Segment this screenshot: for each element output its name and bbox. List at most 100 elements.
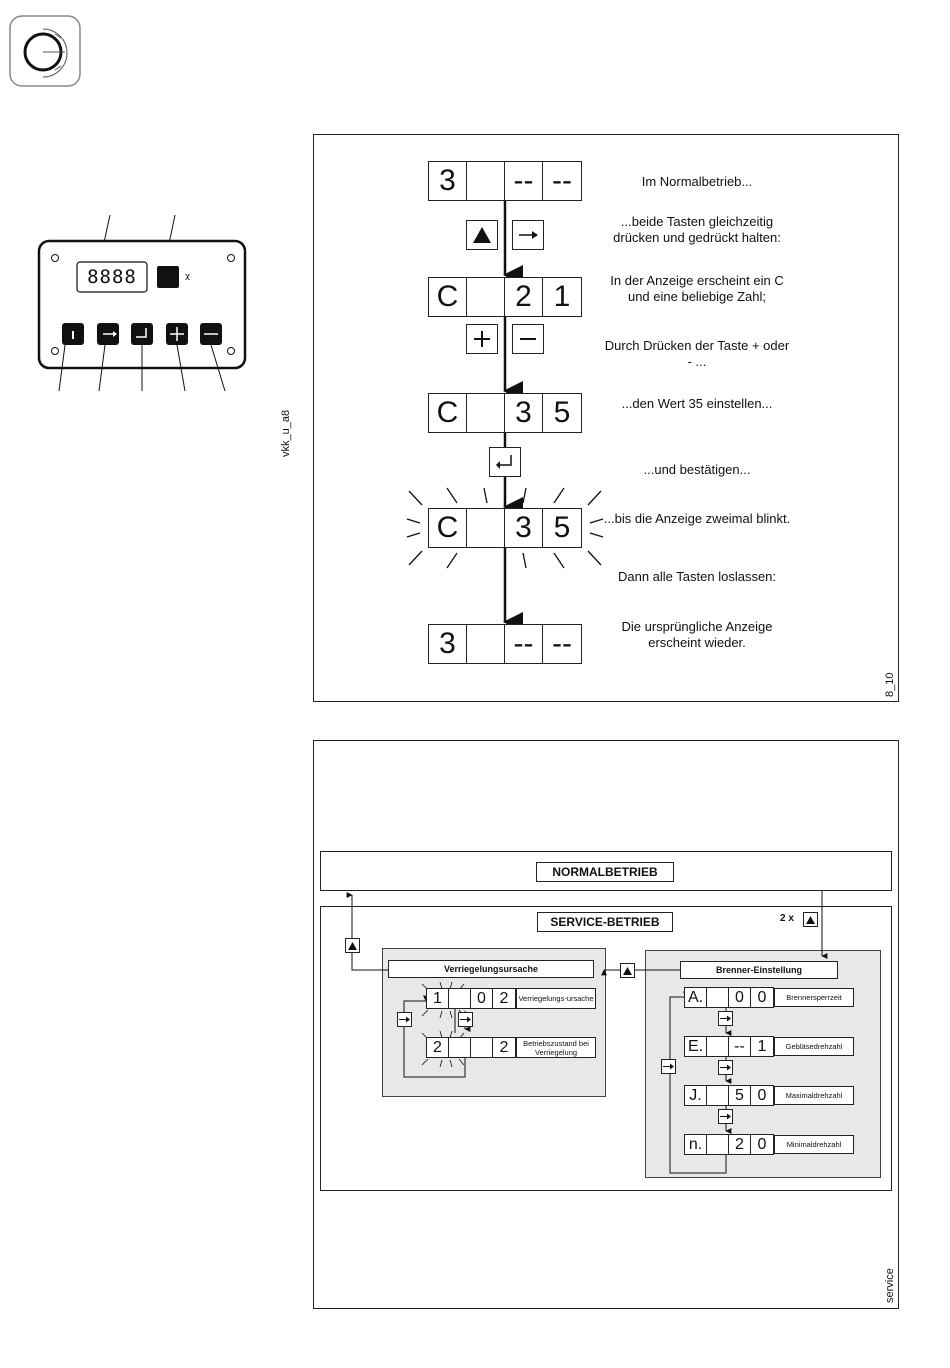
control-panel-illustration: ᵡ 8888 [35, 214, 255, 395]
service-mode-box [320, 906, 892, 1191]
display-digit: 0 [471, 989, 493, 1008]
enter-key [489, 447, 521, 477]
display-digit [467, 162, 505, 200]
display-digit: -- [505, 162, 543, 200]
burner-row-label: Brennersperrzeit [774, 988, 854, 1007]
step-text-5: ...den Wert 35 einstellen... [621, 396, 773, 411]
burner-row-display: E. -- 1 [684, 1036, 774, 1057]
normal-mode-box [320, 851, 892, 891]
display-digit: -- [729, 1037, 751, 1056]
right-arrow-key [718, 1060, 733, 1075]
lock-row-label: Verriegelungs-ursache [516, 988, 596, 1009]
svg-text:ᵡ: ᵡ [185, 271, 190, 287]
step-text-4: Durch Drücken der Taste + oder - ... [604, 338, 790, 369]
display-digit: 0 [757, 1086, 767, 1104]
display-digit: 0 [757, 988, 767, 1006]
display-digit: A. [685, 988, 707, 1007]
right-arrow-key [661, 1059, 676, 1074]
minus-key [512, 324, 544, 354]
up-arrow-key [466, 220, 498, 250]
step-text-9: Die ursprüngliche Anzeige erscheint wied… [621, 619, 773, 650]
right-arrow-key [512, 220, 544, 250]
display-digit: 3 [505, 509, 543, 547]
display-digit: 5 [553, 396, 571, 429]
display-digit: C [429, 278, 467, 316]
plus-key [466, 324, 498, 354]
display-digit: 0 [757, 1135, 767, 1153]
display-step-1: 3 -- -- [428, 161, 582, 201]
logo-icon [9, 15, 81, 87]
step-text-2: ...beide Tasten gleichzeitig drücken und… [613, 214, 781, 245]
panel-display-value: 8888 [87, 266, 137, 288]
display-digit [707, 1086, 729, 1105]
right-arrow-key [397, 1012, 412, 1027]
step-text-7: ...bis die Anzeige zweimal blinkt. [603, 511, 791, 526]
right-arrow-key [718, 1011, 733, 1026]
display-digit: C [429, 509, 467, 547]
display-digit: 3 [429, 162, 467, 200]
burner-row-label: Minimaldrehzahl [774, 1135, 854, 1154]
display-step-5: C 3 5 [428, 393, 582, 433]
lock-row-display: 2 2 [426, 1037, 516, 1058]
display-digit: 1 [757, 1037, 767, 1055]
display-digit: 3 [505, 394, 543, 432]
burner-settings-title: Brenner-Einstellung [680, 961, 838, 979]
display-digit: E. [685, 1037, 707, 1056]
figure-code-service: service [884, 1268, 896, 1303]
service-mode-label: SERVICE-BETRIEB [537, 912, 673, 932]
display-digit: 5 [729, 1086, 751, 1105]
burner-row-label: Maximaldrehzahl [774, 1086, 854, 1105]
display-step-7-blinking: C 3 5 [428, 508, 582, 548]
display-digit: -- [552, 627, 572, 660]
display-digit [471, 1038, 493, 1057]
burner-row-display: J. 5 0 [684, 1085, 774, 1106]
display-step-9: 3 -- -- [428, 624, 582, 664]
display-digit [707, 988, 729, 1007]
normal-mode-label: NORMALBETRIEB [536, 862, 674, 882]
display-digit: C [429, 394, 467, 432]
step-text-6: ...und bestätigen... [643, 462, 751, 477]
display-digit: 2 [505, 278, 543, 316]
display-digit: 3 [429, 625, 467, 663]
display-digit [449, 989, 471, 1008]
display-digit [467, 509, 505, 547]
right-arrow-key [718, 1109, 733, 1124]
display-digit [449, 1038, 471, 1057]
display-step-3: C 2 1 [428, 277, 582, 317]
right-arrow-key [458, 1012, 473, 1027]
figure-code-steps: 8_10 [884, 672, 896, 697]
display-digit [467, 278, 505, 316]
display-digit: 1 [427, 989, 449, 1008]
figure-code-panel: vkk_u_a8 [280, 409, 292, 457]
display-digit [707, 1135, 729, 1154]
up-arrow-key [345, 938, 360, 953]
display-digit: J. [685, 1086, 707, 1105]
display-digit: -- [552, 164, 572, 197]
display-digit [707, 1037, 729, 1056]
step-text-8: Dann alle Tasten loslassen: [617, 569, 777, 584]
display-digit: 2 [427, 1038, 449, 1057]
display-digit [467, 394, 505, 432]
display-digit: 5 [553, 511, 571, 544]
display-digit: -- [505, 625, 543, 663]
lock-cause-title: Verriegelungsursache [388, 960, 594, 978]
press-count: 2 x [780, 913, 794, 924]
up-arrow-key [620, 963, 635, 978]
burner-row-label: Gebläsedrehzahl [774, 1037, 854, 1056]
step-text-3: In der Anzeige erscheint ein C und eine … [610, 273, 784, 304]
up-arrow-key [803, 912, 818, 927]
display-digit: n. [685, 1135, 707, 1154]
display-digit: 0 [729, 988, 751, 1007]
burner-row-display: A. 0 0 [684, 987, 774, 1008]
step-diagram-frame: 3 -- -- Im Normalbetrieb... ...beide Tas… [313, 134, 899, 702]
service-diagram-frame: NORMALBETRIEB SERVICE-BETRIEB Verriegelu… [313, 740, 899, 1309]
burner-row-display: n. 2 0 [684, 1134, 774, 1155]
display-digit: 1 [553, 280, 571, 313]
display-digit: 2 [729, 1135, 751, 1154]
lock-row-label: Betriebszustand bei Verriegelung [516, 1037, 596, 1058]
display-digit [467, 625, 505, 663]
step-text-1: Im Normalbetrieb... [641, 174, 753, 189]
display-digit: 2 [499, 1038, 509, 1056]
lock-row-display: 1 0 2 [426, 988, 516, 1009]
display-digit: 2 [499, 989, 509, 1007]
